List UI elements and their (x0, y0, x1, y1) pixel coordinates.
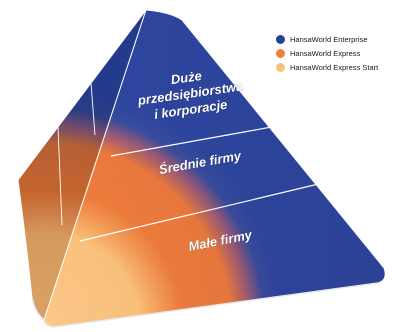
legend-swatch-express (276, 49, 285, 58)
legend-label-enterprise: HansaWorld Enterprise (290, 35, 368, 44)
legend-item-express-start: HansaWorld Express Start (276, 61, 393, 74)
pyramid-front-shade (44, 10, 386, 327)
legend-item-enterprise: HansaWorld Enterprise (276, 33, 393, 46)
side-divider-upper (90, 82, 96, 136)
legend-swatch-enterprise (276, 35, 285, 44)
pyramid-base-edge (31, 282, 379, 328)
top-tier-label-line1: Duże (170, 68, 203, 87)
legend-label-express: HansaWorld Express (290, 49, 361, 58)
legend-swatch-express-start (276, 63, 285, 72)
side-divider-lower (57, 126, 63, 226)
tier-divider-lower (79, 175, 353, 242)
tier-divider-upper (110, 120, 306, 157)
legend: HansaWorld Enterprise HansaWorld Express… (276, 33, 393, 75)
legend-item-express: HansaWorld Express (276, 47, 393, 60)
legend-label-express-start: HansaWorld Express Start (290, 63, 379, 72)
